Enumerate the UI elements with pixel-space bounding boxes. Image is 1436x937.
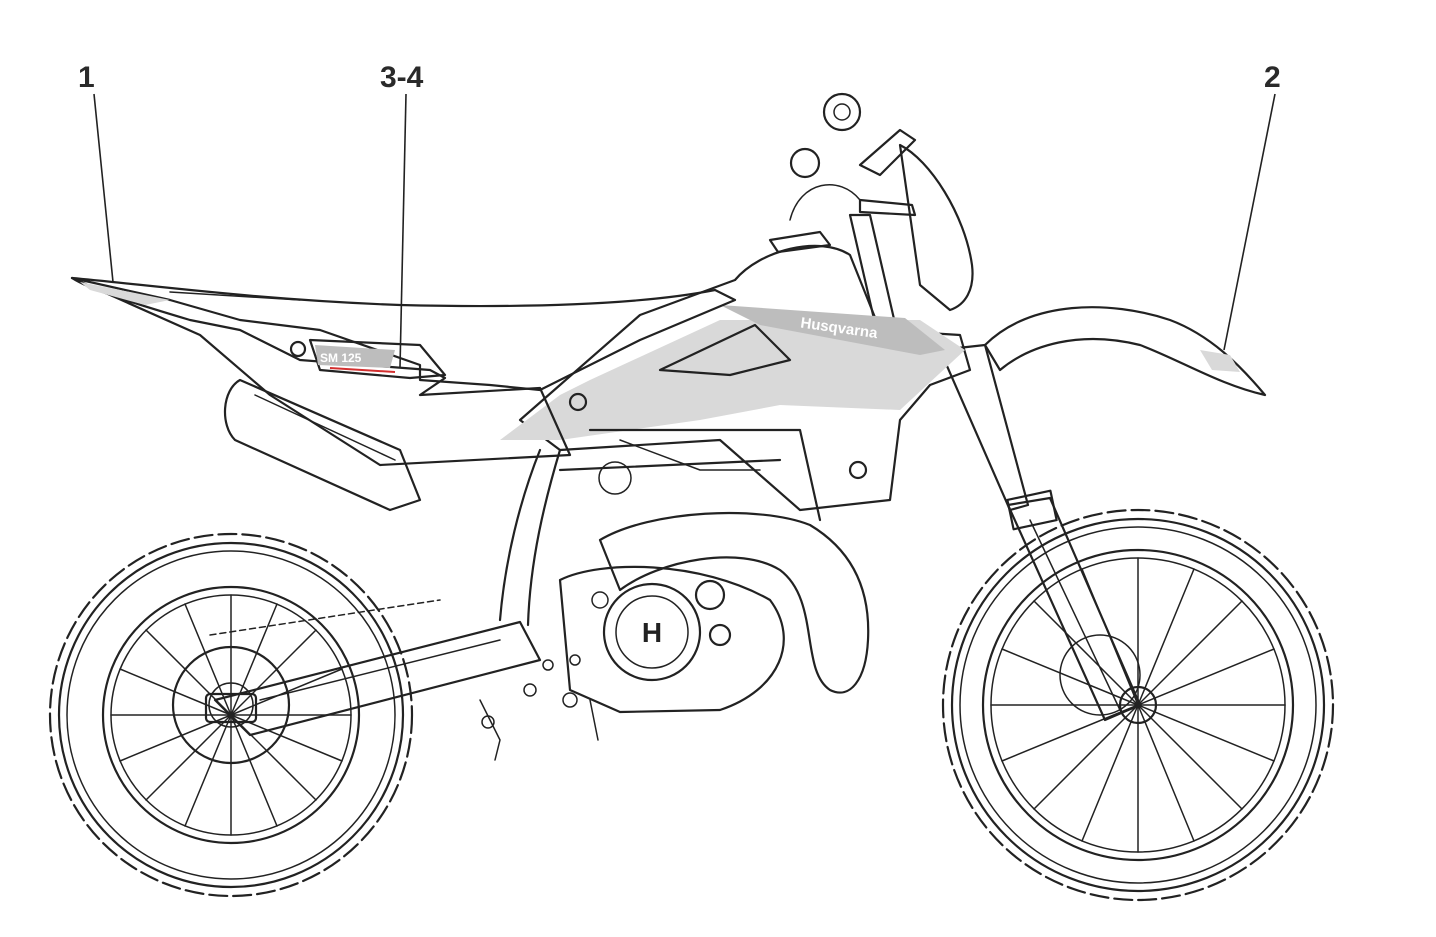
front-spokes	[990, 557, 1286, 853]
tank-shroud: Husqvarna	[500, 230, 972, 512]
leader-line-2	[1223, 93, 1276, 351]
side-panel-model-text: SM 125	[320, 351, 362, 365]
engine: H	[479, 461, 870, 761]
front-wheel	[941, 508, 1335, 902]
shroud-decal	[500, 320, 965, 440]
front-fender-decal	[1200, 350, 1240, 372]
front-fork	[938, 343, 1142, 722]
callout-label-1: 1	[78, 61, 95, 94]
exhaust-silencer	[223, 378, 422, 512]
tank-logo-band	[720, 305, 945, 355]
engine-emblem-text: H	[642, 617, 662, 648]
leader-line-1	[93, 93, 114, 283]
side-panel-red-stripe	[329, 367, 396, 373]
front-fender	[983, 306, 1267, 397]
leader-lines	[93, 93, 1276, 368]
rear-fender: SM 125	[70, 276, 588, 467]
callout-label-2: 2	[1264, 61, 1281, 94]
leader-line-3-4	[399, 93, 407, 368]
seat	[70, 276, 737, 392]
frame	[498, 428, 822, 627]
rear-fender-decal-1	[80, 282, 170, 305]
front-cockpit	[789, 92, 974, 347]
swingarm	[209, 599, 542, 737]
callout-label-3-4: 3-4	[380, 61, 424, 94]
